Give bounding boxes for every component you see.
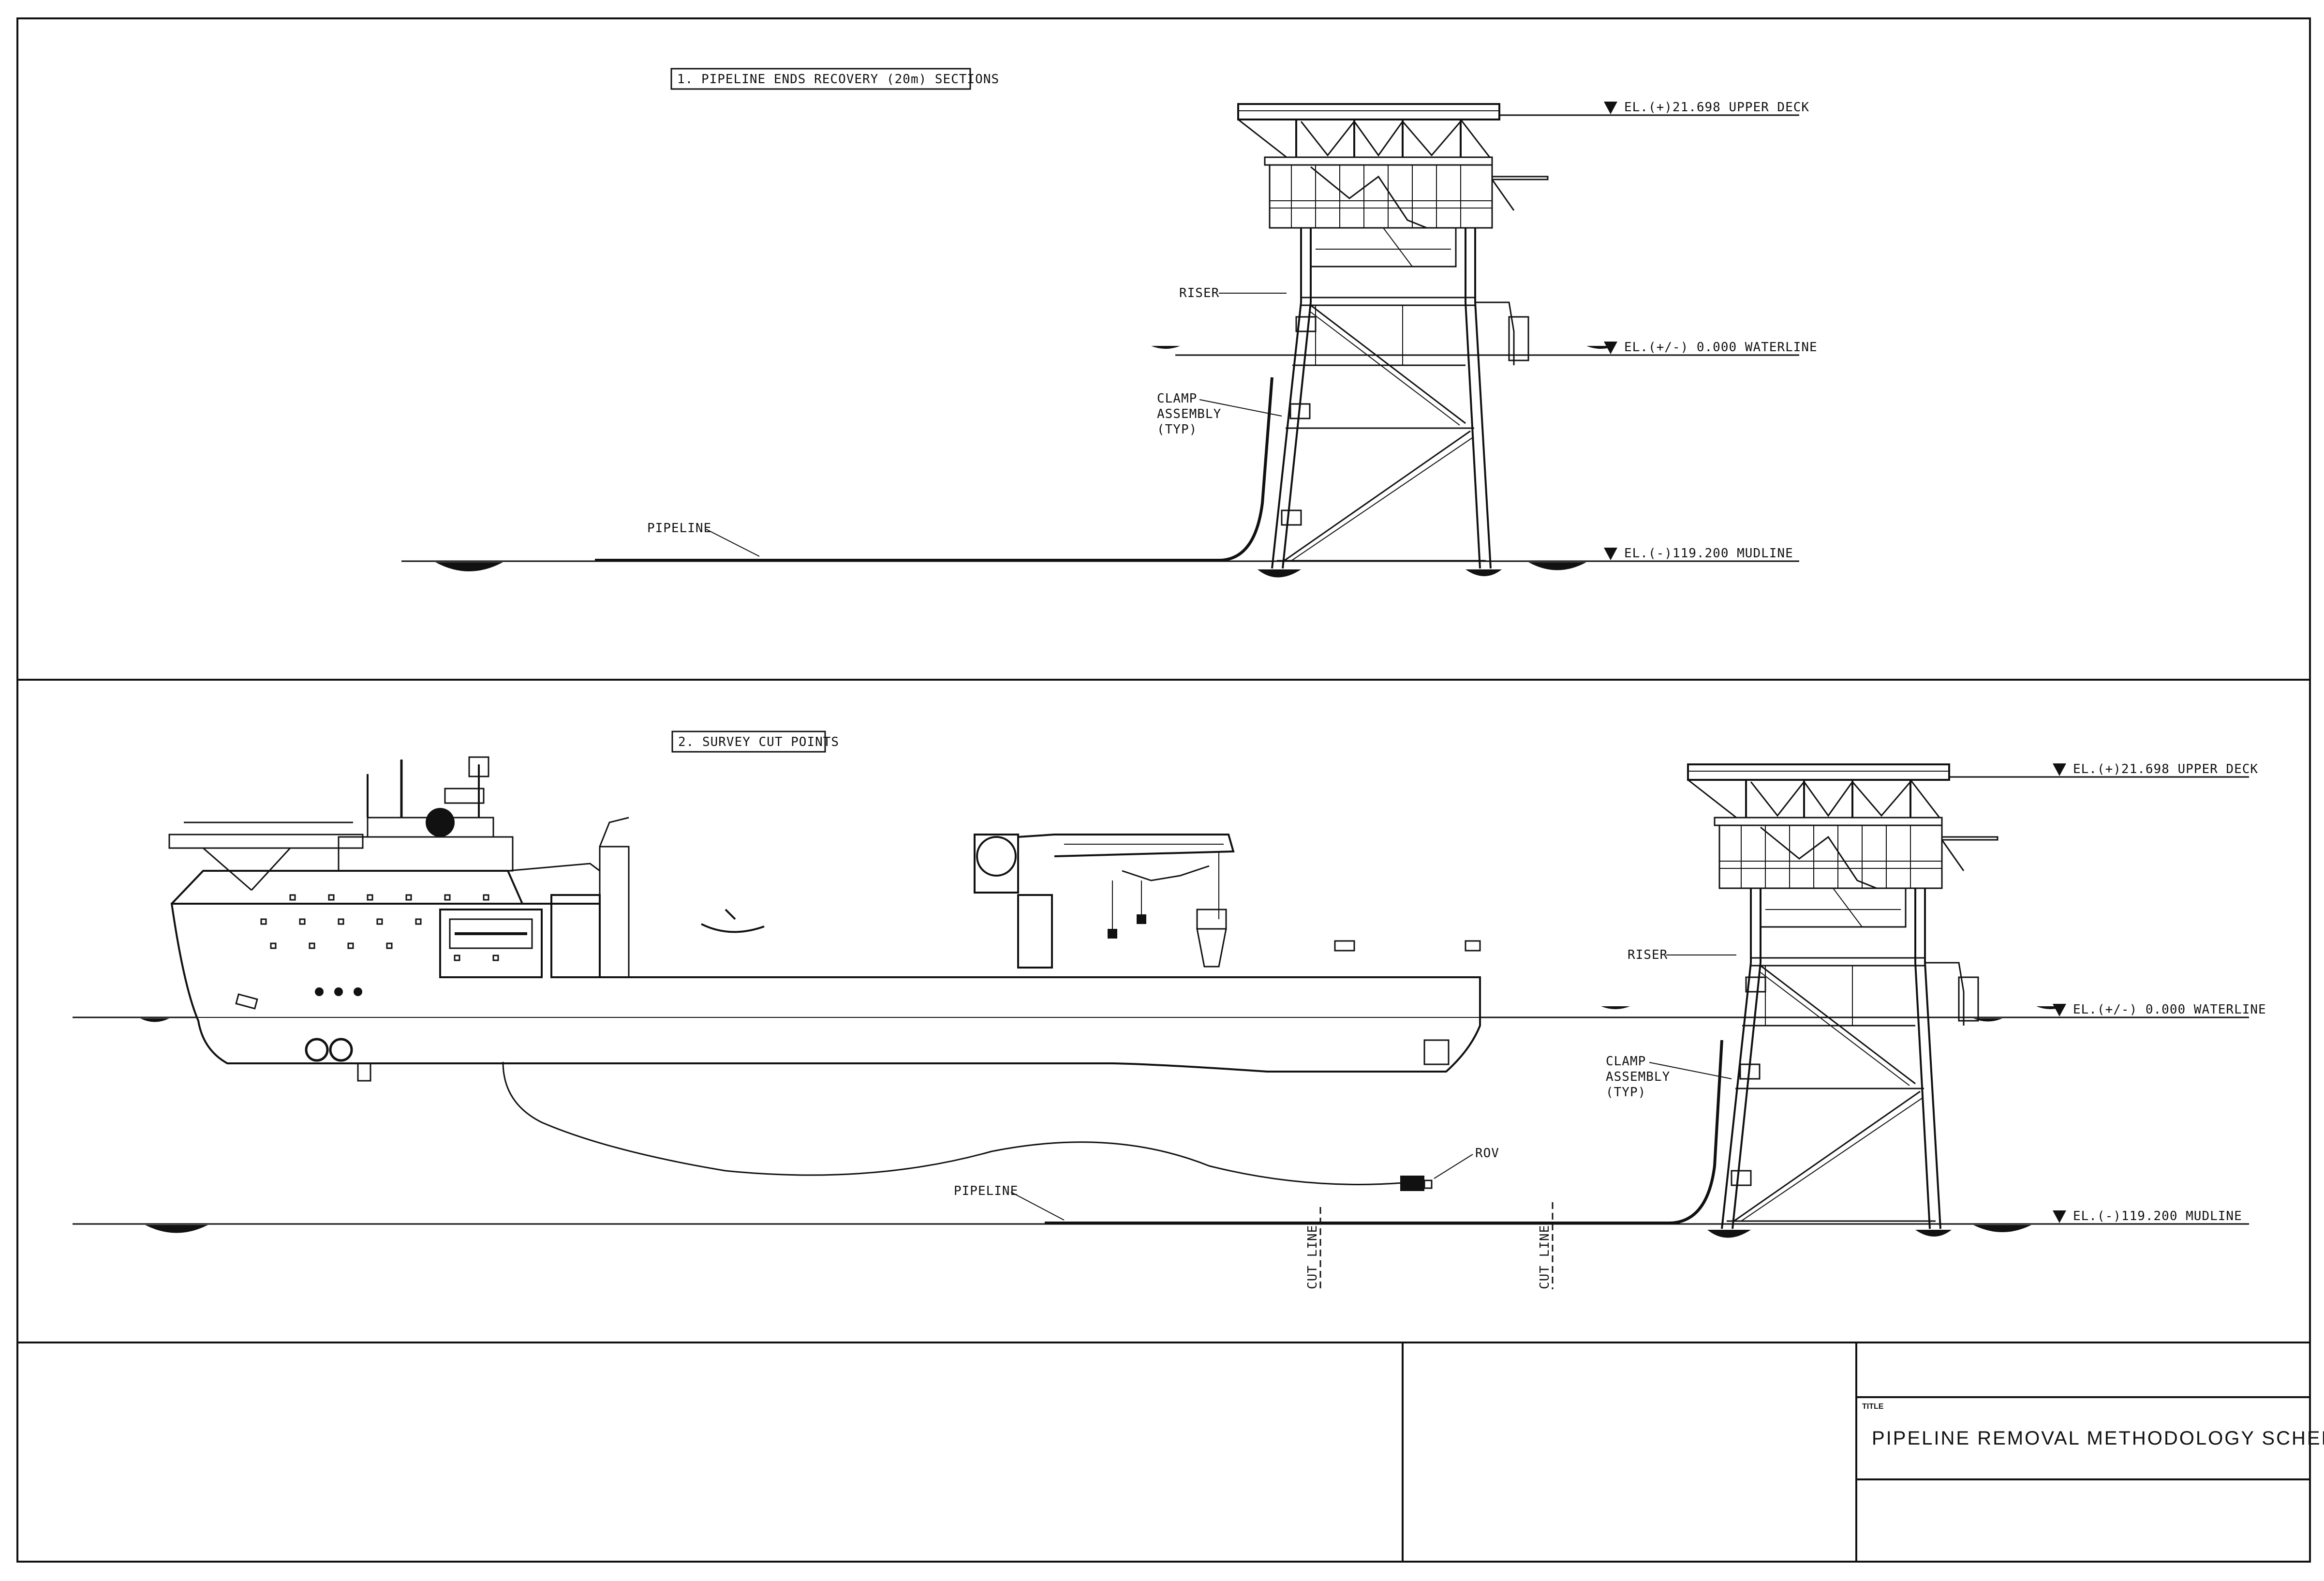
elevation-marker-icon bbox=[1604, 342, 1617, 354]
section-2-pipeline bbox=[1045, 1040, 1723, 1224]
section-1-heading-box bbox=[670, 68, 971, 90]
elevation-marker-icon bbox=[1604, 102, 1617, 114]
drawing-title: PIPELINE REMOVAL METHODOLOGY SCHEMATIC bbox=[1872, 1428, 2324, 1449]
section-2-el-mudline: EL.(-)119.200 MUDLINE bbox=[2073, 1209, 2242, 1223]
section-1: 1. PIPELINE ENDS RECOVERY (20m) SECTIONS… bbox=[401, 68, 1818, 579]
section-1-clamp-label-3: (TYP) bbox=[1157, 422, 1197, 437]
section-1-riser-label: RISER bbox=[1179, 286, 1219, 300]
rov-umbilical bbox=[502, 1061, 1403, 1185]
section-2: 2. SURVEY CUT POINTS bbox=[73, 731, 2266, 1289]
section-2-clamp-label-2: ASSEMBLY bbox=[1606, 1070, 1670, 1084]
section-2-jacket-platform bbox=[1600, 763, 2066, 1239]
rov-icon bbox=[1400, 1176, 1424, 1191]
construction-vessel bbox=[168, 756, 1481, 1082]
section-1-el-upper-deck: EL.(+)21.698 UPPER DECK bbox=[1624, 100, 1809, 115]
section-1-jacket-platform bbox=[1150, 103, 1616, 579]
section-1-pipeline-label: PIPELINE bbox=[647, 521, 711, 536]
section-2-riser-label: RISER bbox=[1628, 948, 1668, 962]
sheet-border bbox=[16, 17, 2311, 1563]
section-2-clamp-label-3: (TYP) bbox=[1606, 1085, 1646, 1100]
title-block: TITLE PIPELINE REMOVAL METHODOLOGY SCHEM… bbox=[1402, 1342, 2324, 1562]
section-2-rov-label: ROV bbox=[1475, 1146, 1499, 1161]
cut-line-1-label: CUT LINE bbox=[1305, 1225, 1320, 1289]
section-2-el-waterline: EL.(+/-) 0.000 WATERLINE bbox=[2073, 1002, 2266, 1017]
elevation-marker-icon bbox=[2053, 763, 2066, 776]
section-2-el-upper-deck: EL.(+)21.698 UPPER DECK bbox=[2073, 762, 2258, 776]
section-1-el-waterline: EL.(+/-) 0.000 WATERLINE bbox=[1624, 340, 1818, 355]
title-caption: TITLE bbox=[1862, 1402, 1884, 1411]
elevation-marker-icon bbox=[2053, 1210, 2066, 1223]
section-2-heading-box bbox=[671, 731, 826, 753]
section-2-heading: 2. SURVEY CUT POINTS bbox=[678, 735, 839, 749]
section-1-pipeline bbox=[595, 377, 1273, 562]
elevation-marker-icon bbox=[1604, 548, 1617, 560]
section-2-pipeline-label: PIPELINE bbox=[954, 1184, 1018, 1198]
section-1-heading: 1. PIPELINE ENDS RECOVERY (20m) SECTIONS bbox=[677, 72, 999, 87]
elevation-marker-icon bbox=[2053, 1004, 2066, 1016]
section-1-clamp-label-2: ASSEMBLY bbox=[1157, 407, 1221, 421]
section-1-el-mudline: EL.(-)119.200 MUDLINE bbox=[1624, 546, 1793, 561]
section-1-clamp-label-1: CLAMP bbox=[1157, 391, 1197, 406]
cut-line-2-label: CUT LINE bbox=[1538, 1225, 1552, 1289]
section-2-clamp-label-1: CLAMP bbox=[1606, 1054, 1646, 1069]
